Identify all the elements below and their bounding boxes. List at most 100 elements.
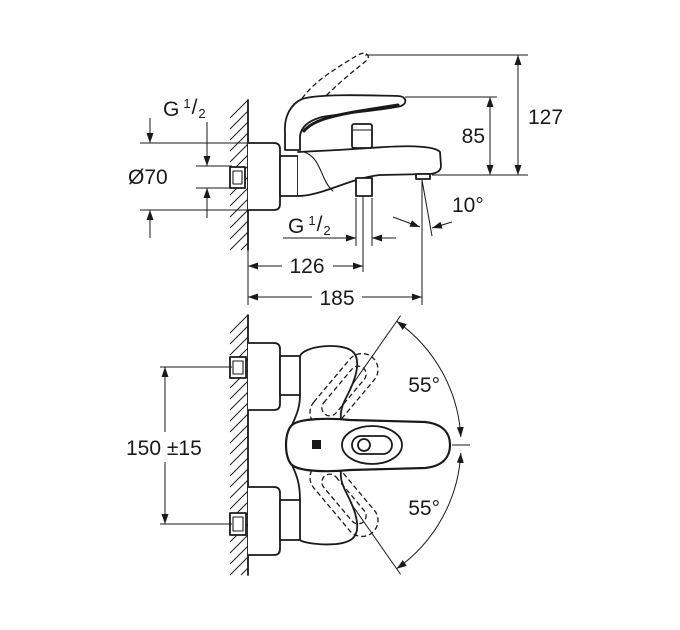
hatch-line [229, 325, 249, 345]
wall-hatching [229, 314, 249, 576]
dimension-overall-projection: 185 [248, 287, 422, 310]
aerator-side [415, 173, 431, 180]
hatch-line [229, 545, 249, 565]
thread-slash: / [192, 96, 198, 119]
lower-inlet-connection [229, 486, 301, 556]
lever-handle-outline [284, 94, 407, 151]
thread-denominator: 2 [198, 106, 205, 121]
thread-numerator: 1 [183, 96, 190, 111]
body-contour-line [303, 151, 334, 192]
hatch-line [229, 490, 249, 510]
hatch-line [229, 391, 249, 411]
thread-prefix: G [288, 215, 304, 238]
hatch-line [240, 567, 249, 576]
lever-handle-side [284, 94, 407, 151]
hatch-line [229, 435, 249, 455]
hatch-line [229, 132, 249, 152]
mixer-body-side [297, 145, 442, 197]
escutcheon-lower [247, 486, 281, 556]
dimension-escutcheon-diameter: Ø70 [128, 118, 248, 238]
hatch-line [229, 380, 249, 400]
hatch-line [229, 413, 249, 433]
spout-angle-label: 10° [452, 194, 484, 217]
eccentric-connector-lower [279, 499, 301, 541]
body-left-contour [291, 464, 301, 501]
hatch-line [229, 424, 249, 444]
diverter-knob-side [351, 123, 373, 149]
hatch-line [229, 99, 249, 119]
wall-hatching [229, 99, 249, 251]
diverter-knob [351, 123, 373, 149]
hatch-line [229, 143, 249, 163]
escutcheon-diameter-label: Ø70 [128, 166, 168, 189]
inlet-fitting-inner [232, 360, 244, 375]
hatch-line [229, 457, 249, 477]
hatch-line [229, 314, 249, 334]
dimension-lever-rotation: 55° 55° [349, 315, 470, 575]
inlet-spacing-label: 150 ±15 [126, 437, 202, 460]
thread-slash: / [317, 213, 323, 236]
hatch-line [229, 534, 249, 554]
wall-plan [229, 314, 249, 576]
hatch-line [229, 336, 249, 356]
hatch-line [229, 220, 249, 240]
dimension-spout-height: 85 [405, 96, 497, 175]
overall-height-label: 127 [528, 106, 563, 129]
lever-handle-plan [284, 417, 452, 473]
rotation-arc-up [396, 320, 464, 438]
dimension-inlet-spacing: 150 ±15 [126, 366, 232, 525]
rotation-arc-down [396, 452, 464, 570]
hatch-line [229, 209, 249, 229]
inlet-connection-side [229, 166, 246, 189]
spout-height-label: 85 [462, 125, 485, 148]
hatch-line [229, 556, 249, 576]
outlet-projection-label: 126 [289, 255, 324, 278]
hatch-line [229, 479, 249, 499]
shower-outlet-side [355, 177, 373, 197]
angle-line [421, 179, 433, 237]
lever-handle-edge [302, 103, 400, 133]
escutcheon-upper [247, 342, 281, 411]
hatch-line [229, 446, 249, 466]
overall-projection-label: 185 [319, 287, 354, 310]
temperature-marker [312, 440, 321, 449]
body-left-contour [291, 394, 301, 426]
rotation-limit-line-up [349, 315, 402, 388]
plan-view: 55° 55° 150 ±15 [126, 314, 470, 576]
escutcheon-side [247, 142, 281, 211]
dimension-spout-angle: 10° [392, 179, 484, 305]
lever-pivot-cap [357, 438, 371, 452]
dimension-overall-height: 127 [365, 54, 563, 176]
mixer-body-plan [291, 345, 359, 546]
body-upper-contour [299, 345, 359, 420]
upper-inlet-connection [229, 342, 301, 411]
eccentric-connector-side [279, 155, 299, 197]
dimension-outlet-projection: 126 [247, 196, 364, 305]
hatch-line [229, 402, 249, 422]
inlet-fitting-inner [232, 516, 244, 532]
thread-denominator: 2 [323, 223, 330, 238]
hatch-line [229, 187, 249, 207]
lever-inner-dashed [321, 365, 367, 417]
hatch-line [229, 468, 249, 488]
rotation-up-label: 55° [408, 374, 440, 397]
hatch-line [229, 110, 249, 130]
body-lower-contour [299, 470, 359, 546]
rotation-down-label: 55° [408, 497, 440, 520]
lever-inner-dashed [321, 473, 367, 525]
hatch-line [229, 198, 249, 218]
thread-prefix: G [163, 98, 179, 121]
hatch-line [229, 231, 249, 251]
dimension-arrow [392, 216, 421, 228]
hatch-line [240, 242, 249, 251]
inlet-fitting-inner [232, 170, 243, 185]
eccentric-connector-upper [279, 355, 301, 396]
hatch-line [229, 121, 249, 141]
dimension-arrow [431, 221, 453, 229]
